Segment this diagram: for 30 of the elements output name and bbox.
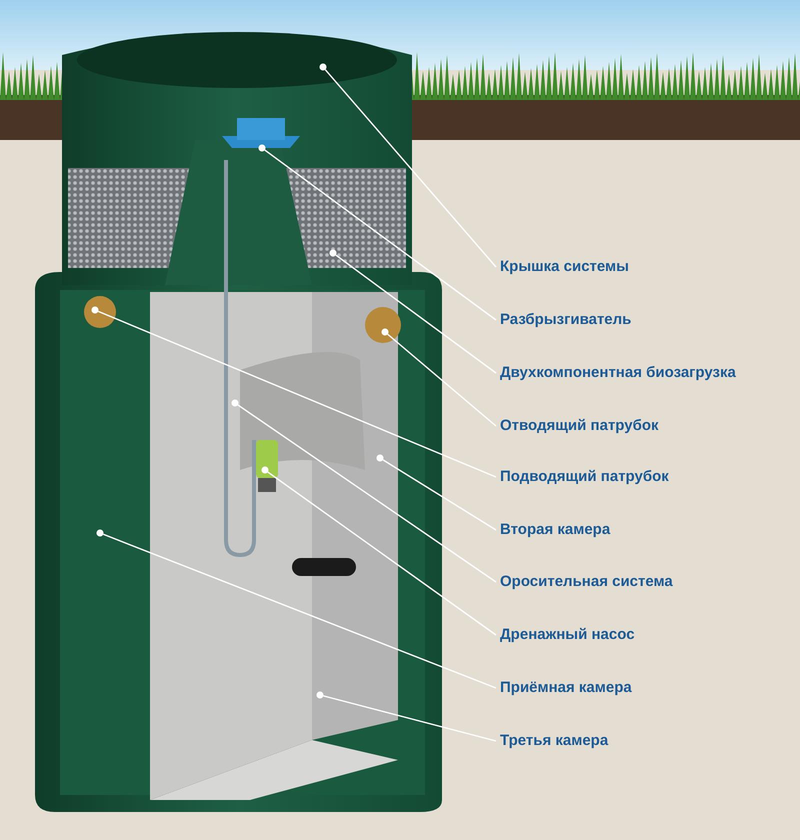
part-label: Третья камера <box>500 732 608 750</box>
leader-line <box>335 254 496 374</box>
leader-end-dot <box>262 466 268 474</box>
part-label: Крышка системы <box>500 258 629 276</box>
part-label: Двухкомпонентная биозагрузка <box>500 364 736 382</box>
part-label: Оросительная система <box>500 573 673 591</box>
part-label: Отводящий патрубок <box>500 417 659 435</box>
part-label: Вторая камера <box>500 521 610 539</box>
leader-end-dot <box>382 328 388 336</box>
leader-line <box>323 695 496 742</box>
leader-end-dot <box>232 400 238 406</box>
leader-line <box>387 334 496 427</box>
leader-line <box>324 69 497 268</box>
leader-line <box>103 534 496 689</box>
leader-line <box>267 471 496 636</box>
part-label: Подводящий патрубок <box>500 468 669 486</box>
leader-line <box>237 404 496 583</box>
leader-line <box>264 150 496 321</box>
leader-end-dot <box>376 454 384 462</box>
leader-line <box>382 459 496 531</box>
leader-end-dot <box>330 250 336 256</box>
part-label: Разбрызгиватель <box>500 311 632 329</box>
part-label: Приёмная камера <box>500 679 632 697</box>
leader-end-dot <box>316 692 324 698</box>
leader-end-dot <box>258 144 266 152</box>
leader-line <box>98 310 496 478</box>
leader-end-dot <box>92 306 98 314</box>
leader-end-dot <box>96 530 104 536</box>
leader-end-dot <box>320 64 326 70</box>
part-label: Дренажный насос <box>500 626 635 644</box>
